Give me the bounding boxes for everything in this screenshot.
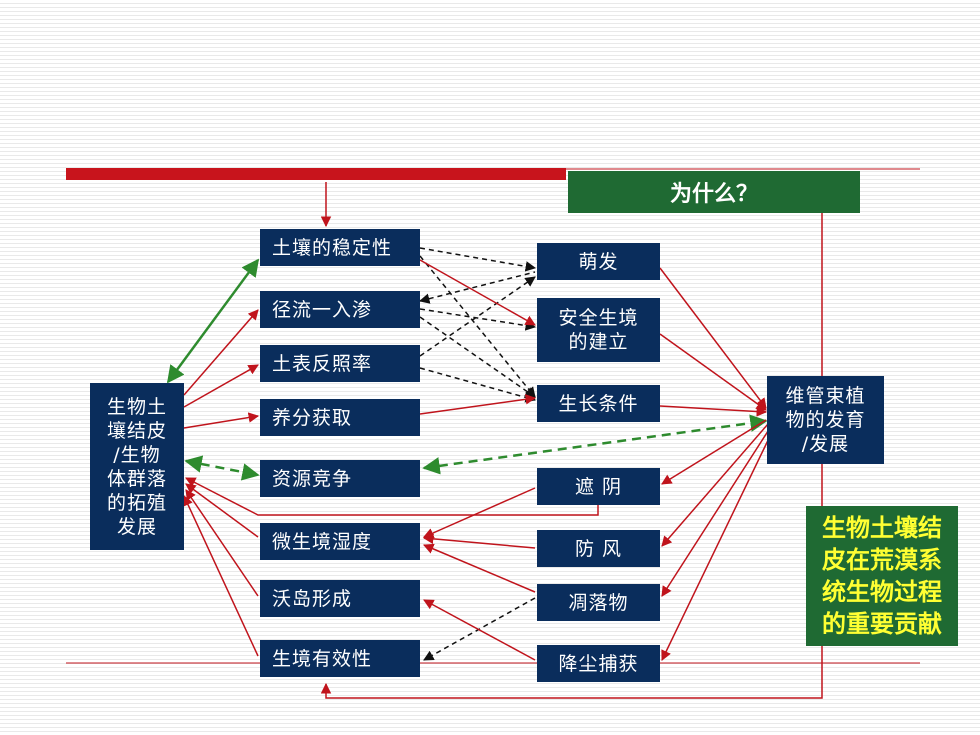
node-vascular-plants: 维管束植 物的发育 /发展 xyxy=(767,376,884,464)
node-germination: 萌发 xyxy=(537,243,660,280)
node-growth-conditions: 生长条件 xyxy=(537,385,660,422)
node-shading: 遮 阴 xyxy=(537,468,660,505)
node-runoff-infiltration: 径流一入渗 xyxy=(260,291,420,328)
node-safe-site: 安全生境 的建立 xyxy=(537,298,660,362)
node-crust: 生物土 壤结皮 /生物 体群落 的拓殖 发展 xyxy=(90,383,184,550)
red-arrows xyxy=(183,259,773,661)
node-surface-albedo: 土表反照率 xyxy=(260,345,420,382)
summary-box: 生物土壤结 皮在荒漠系 统生物过程 的重要贡献 xyxy=(806,506,958,646)
title-box: 为什么？ xyxy=(568,171,860,213)
green-arrows xyxy=(166,258,768,481)
node-soil-stability: 土壤的稳定性 xyxy=(260,229,420,266)
crust-out-arrows xyxy=(183,309,260,429)
dashed-arrows xyxy=(418,247,537,661)
top-red-bar xyxy=(66,168,566,180)
node-resource-competition: 资源竞争 xyxy=(260,460,420,497)
node-habitat-availability: 生境有效性 xyxy=(260,640,420,677)
node-fertile-island: 沃岛形成 xyxy=(260,580,420,617)
node-windbreak: 防 风 xyxy=(537,530,660,567)
node-dust-capture: 降尘捕获 xyxy=(537,645,660,682)
node-microhabitat-humidity: 微生境湿度 xyxy=(260,523,420,560)
node-nutrient-acquisition: 养分获取 xyxy=(260,399,420,436)
node-litter: 凋落物 xyxy=(537,584,660,621)
